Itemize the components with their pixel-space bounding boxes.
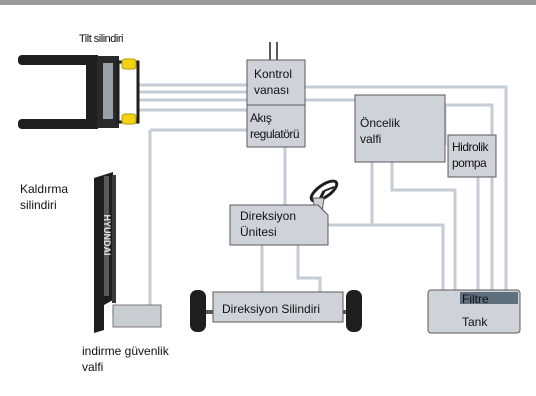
steering-unit-label-line1: Direksiyon	[240, 209, 297, 223]
lift-cylinder-label-line1: Kaldırma	[20, 182, 69, 196]
tank-graphic	[427, 289, 521, 334]
down-safety-valve-label-line1: indirme güvenlik	[82, 344, 169, 358]
priority-valve-graphic	[354, 94, 446, 163]
flow-regulator-label-line2: regulatörü	[250, 127, 300, 141]
tank-label: Tank	[462, 315, 488, 329]
control-valve-label-line1: Kontrol	[254, 67, 293, 81]
hydraulic-pump-label-line2: pompa	[452, 156, 487, 170]
steering-cylinder-graphic	[190, 290, 362, 332]
hydraulic-pump-label-line1: Hidrolik	[452, 140, 489, 154]
control-valve-graphic	[246, 42, 306, 148]
lift-cylinder-graphic: HYUNDAI	[94, 172, 162, 333]
hydraulic-pump-graphic	[447, 134, 497, 178]
priority-valve-label-line2: valfi	[360, 132, 382, 146]
top-divider	[0, 0, 536, 5]
hydraulic-lines	[112, 83, 508, 314]
down-safety-valve-label-line2: valfi	[82, 360, 104, 374]
priority-valve-label-line1: Öncelik	[360, 116, 401, 130]
steering-unit-graphic	[229, 179, 339, 246]
forks	[18, 55, 98, 129]
flow-regulator-label-line1: Akış	[250, 111, 272, 125]
tilt-cylinder-label: Tilt silindiri	[79, 33, 123, 45]
mast-brand-text: HYUNDAI	[102, 214, 112, 255]
filter-label: Filtre	[462, 292, 489, 306]
steering-cylinder-label: Direksiyon Silindiri	[222, 302, 321, 316]
steering-unit-label-line2: Ünitesi	[240, 225, 277, 239]
tilt-cylinder-graphic	[97, 56, 140, 128]
control-valve-label-line2: vanası	[254, 83, 290, 97]
lift-cylinder-label-line2: silindiri	[20, 198, 57, 212]
